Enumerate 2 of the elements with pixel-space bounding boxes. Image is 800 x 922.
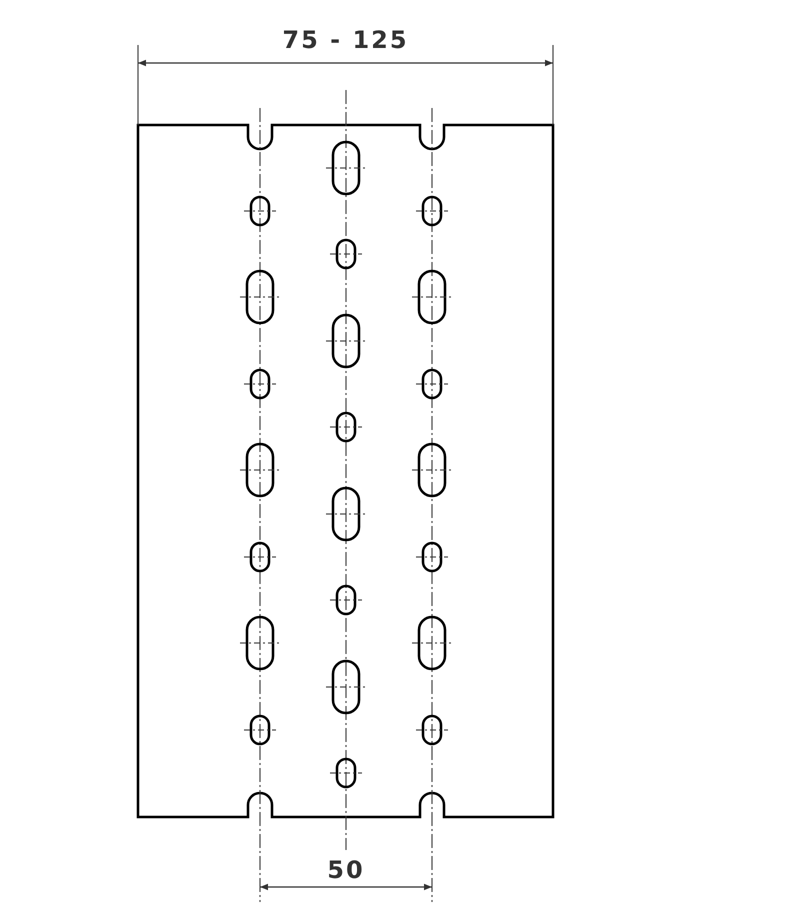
dimension-label: 50 [327,856,365,884]
dimension-label: 75 - 125 [282,26,409,54]
